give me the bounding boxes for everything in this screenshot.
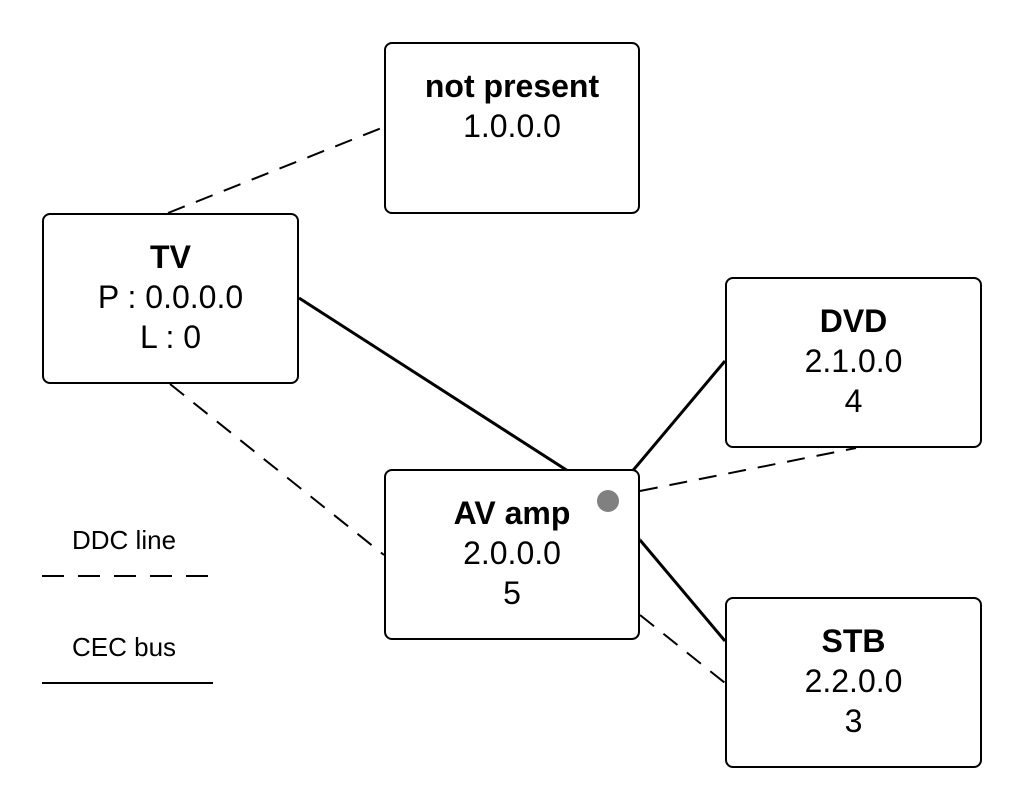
dvd-address: 2.1.0.0 xyxy=(804,343,903,379)
tv-box: TV P : 0.0.0.0 L : 0 xyxy=(42,213,299,384)
ddc-line-tv-not-present xyxy=(167,126,385,214)
legend-cec-label: CEC bus xyxy=(72,632,177,662)
av-amp-box: AV amp 2.0.0.0 5 xyxy=(384,469,640,640)
not-present-title: not present xyxy=(424,68,600,104)
ddc-line-av-amp-stb xyxy=(639,614,726,684)
cec-bus-dvd-segment xyxy=(628,360,727,475)
tv-physical-address: P : 0.0.0.0 xyxy=(97,279,244,315)
stb-logical-address: 3 xyxy=(844,703,863,739)
not-present-box: not present 1.0.0.0 xyxy=(384,42,640,214)
tv-logical-address: L : 0 xyxy=(139,319,202,355)
legend-ddc-label: DDC line xyxy=(72,525,177,555)
av-amp-logical-address: 5 xyxy=(503,575,521,611)
dvd-title: DVD xyxy=(819,303,888,339)
ddc-line-tv-av-amp xyxy=(169,383,385,556)
dvd-box: DVD 2.1.0.0 4 xyxy=(725,277,982,448)
not-present-address: 1.0.0.0 xyxy=(463,108,561,144)
ddc-line-av-amp-dvd xyxy=(639,447,857,492)
cec-bus-tv-segment xyxy=(298,296,569,473)
stb-title: STB xyxy=(821,623,886,659)
tv-title: TV xyxy=(150,239,191,275)
stb-box: STB 2.2.0.0 3 xyxy=(725,597,982,768)
dvd-logical-address: 4 xyxy=(844,383,863,419)
av-amp-address: 2.0.0.0 xyxy=(463,535,561,571)
av-amp-title: AV amp xyxy=(453,495,571,531)
cec-bus-stb-segment xyxy=(638,539,727,642)
stb-address: 2.2.0.0 xyxy=(804,663,903,699)
